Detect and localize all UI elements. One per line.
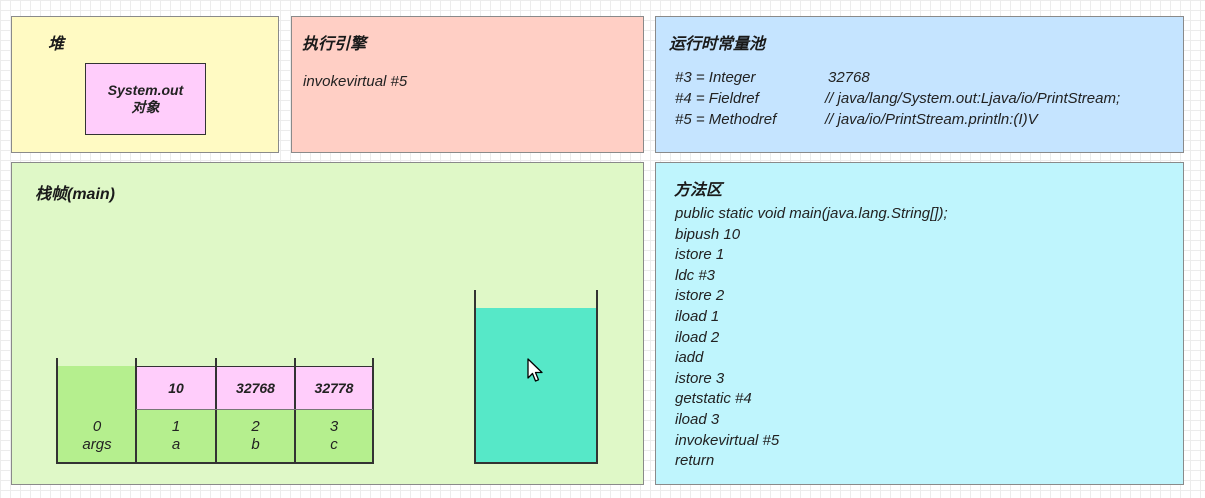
local-index: 2 xyxy=(251,418,260,435)
bytecode-line: invokevirtual #5 xyxy=(675,431,780,449)
pool-entry-ref: #4 = Fieldref xyxy=(675,90,759,107)
object-name: System.out xyxy=(107,82,184,98)
bytecode-line: public static void main(java.lang.String… xyxy=(675,205,948,222)
stack-frame-title: 栈帧(main) xyxy=(35,186,116,203)
heap-title: 堆 xyxy=(48,36,65,53)
local-value-b: 32768 xyxy=(216,366,295,410)
method-area-title: 方法区 xyxy=(674,182,723,199)
local-slot-b: 2 b xyxy=(216,410,295,462)
table-divider xyxy=(372,358,374,464)
local-name: b xyxy=(251,436,260,453)
pool-entry-ref: #3 = Integer xyxy=(675,69,756,86)
engine-title: 执行引擎 xyxy=(302,36,367,53)
bytecode-line: iload 1 xyxy=(675,307,720,325)
table-divider xyxy=(215,358,217,464)
local-value-c: 32778 xyxy=(295,366,373,410)
local-slot-a: 1 a xyxy=(136,410,216,462)
constant-pool-panel: 运行时常量池 #3 = Integer 32768 #4 = Fieldref … xyxy=(655,16,1184,153)
local-name: a xyxy=(171,436,181,453)
execution-engine-panel: 执行引擎 invokevirtual #5 xyxy=(291,16,644,153)
operand-stack-contents xyxy=(476,308,596,462)
table-divider xyxy=(135,358,137,464)
local-index: 0 xyxy=(92,418,102,435)
stack-wall xyxy=(596,290,598,464)
pool-entry-value: // java/io/PrintStream.println:(I)V xyxy=(825,111,1038,128)
bytecode-line: ldc #3 xyxy=(675,266,716,284)
bytecode-listing: public static void main(java.lang.String… xyxy=(675,204,948,472)
operand-stack xyxy=(474,290,598,464)
bytecode-line: iadd xyxy=(675,349,704,367)
bytecode-line: getstatic #4 xyxy=(675,390,752,408)
bytecode-line: iload 2 xyxy=(675,328,720,346)
local-index: 3 xyxy=(329,418,339,435)
current-instruction: invokevirtual #5 xyxy=(303,73,408,90)
bytecode-line: iload 3 xyxy=(675,410,720,428)
pool-entry-ref: #5 = Methodref xyxy=(675,111,777,128)
method-area-panel: 方法区 public static void main(java.lang.St… xyxy=(655,162,1184,485)
bytecode-line: bipush 10 xyxy=(675,225,741,243)
local-name: args xyxy=(82,436,112,453)
table-divider xyxy=(136,409,373,410)
local-slot-c: 3 c xyxy=(295,410,373,462)
constant-pool-title: 运行时常量池 xyxy=(669,36,766,53)
table-divider xyxy=(294,358,296,464)
local-value-a: 10 xyxy=(136,366,216,410)
bytecode-line: istore 2 xyxy=(675,287,725,305)
table-divider xyxy=(56,462,374,464)
local-name: c xyxy=(330,436,338,453)
stack-frame-panel: 栈帧(main) 0 args 10 1 a 32768 2 b 32778 3… xyxy=(11,162,644,485)
pool-entry-value: // java/lang/System.out:Ljava/io/PrintSt… xyxy=(825,90,1121,107)
table-divider xyxy=(136,366,373,367)
system-out-object: System.out 对象 xyxy=(85,63,206,135)
local-index: 1 xyxy=(171,418,181,435)
object-label: 对象 xyxy=(131,99,160,115)
mouse-cursor-icon xyxy=(527,358,543,382)
stack-wall xyxy=(474,290,476,464)
local-slot-args: 0 args xyxy=(58,366,136,462)
heap-panel: 堆 System.out 对象 xyxy=(11,16,279,153)
local-variable-table: 0 args 10 1 a 32768 2 b 32778 3 c xyxy=(56,358,374,464)
table-divider xyxy=(56,358,58,464)
bytecode-line: istore 3 xyxy=(675,369,725,387)
pool-entry-value: 32768 xyxy=(828,69,870,86)
bytecode-line: return xyxy=(675,452,715,470)
stack-floor xyxy=(474,462,598,464)
bytecode-line: istore 1 xyxy=(675,246,725,264)
